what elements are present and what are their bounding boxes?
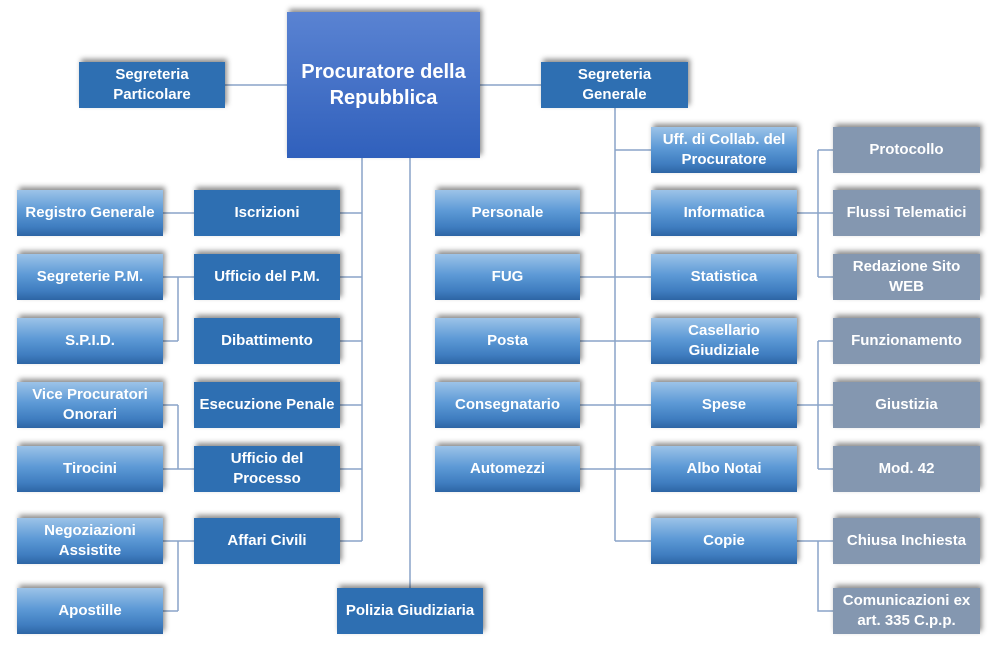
- unit-box[interactable]: Affari Civili: [194, 518, 340, 564]
- unit-box[interactable]: Esecuzione Penale: [194, 382, 340, 428]
- unit-box[interactable]: Consegnatario: [435, 382, 580, 428]
- unit-box[interactable]: Posta: [435, 318, 580, 364]
- unit-box[interactable]: Informatica: [651, 190, 797, 236]
- sub-unit-box[interactable]: Funzionamento: [833, 318, 980, 364]
- unit-box[interactable]: Iscrizioni: [194, 190, 340, 236]
- unit-box[interactable]: Tirocini: [17, 446, 163, 492]
- unit-box[interactable]: Personale: [435, 190, 580, 236]
- sub-unit-box[interactable]: Flussi Telematici: [833, 190, 980, 236]
- unit-box[interactable]: Vice Procuratori Onorari: [17, 382, 163, 428]
- unit-box[interactable]: FUG: [435, 254, 580, 300]
- sub-unit-box[interactable]: Comunicazioni ex art. 335 C.p.p.: [833, 588, 980, 634]
- unit-box[interactable]: Apostille: [17, 588, 163, 634]
- sub-unit-box[interactable]: Giustizia: [833, 382, 980, 428]
- unit-box[interactable]: Automezzi: [435, 446, 580, 492]
- unit-box[interactable]: Ufficio del Processo: [194, 446, 340, 492]
- unit-box[interactable]: Registro Generale: [17, 190, 163, 236]
- unit-box[interactable]: S.P.I.D.: [17, 318, 163, 364]
- unit-box[interactable]: Segreterie P.M.: [17, 254, 163, 300]
- polizia-giudiziaria[interactable]: Polizia Giudiziaria: [337, 588, 483, 634]
- unit-box[interactable]: Negoziazioni Assistite: [17, 518, 163, 564]
- unit-box[interactable]: Dibattimento: [194, 318, 340, 364]
- unit-box[interactable]: Albo Notai: [651, 446, 797, 492]
- segreteria-particolare[interactable]: Segreteria Particolare: [79, 62, 225, 108]
- unit-box[interactable]: Spese: [651, 382, 797, 428]
- unit-box[interactable]: Uff. di Collab. del Procuratore: [651, 127, 797, 173]
- sub-unit-box[interactable]: Protocollo: [833, 127, 980, 173]
- unit-box[interactable]: Ufficio del P.M.: [194, 254, 340, 300]
- sub-unit-box[interactable]: Mod. 42: [833, 446, 980, 492]
- unit-box[interactable]: Statistica: [651, 254, 797, 300]
- unit-box[interactable]: Copie: [651, 518, 797, 564]
- root-procuratore[interactable]: Procuratore della Repubblica: [287, 12, 480, 158]
- segreteria-generale[interactable]: Segreteria Generale: [541, 62, 688, 108]
- sub-unit-box[interactable]: Redazione Sito WEB: [833, 254, 980, 300]
- sub-unit-box[interactable]: Chiusa Inchiesta: [833, 518, 980, 564]
- unit-box[interactable]: Casellario Giudiziale: [651, 318, 797, 364]
